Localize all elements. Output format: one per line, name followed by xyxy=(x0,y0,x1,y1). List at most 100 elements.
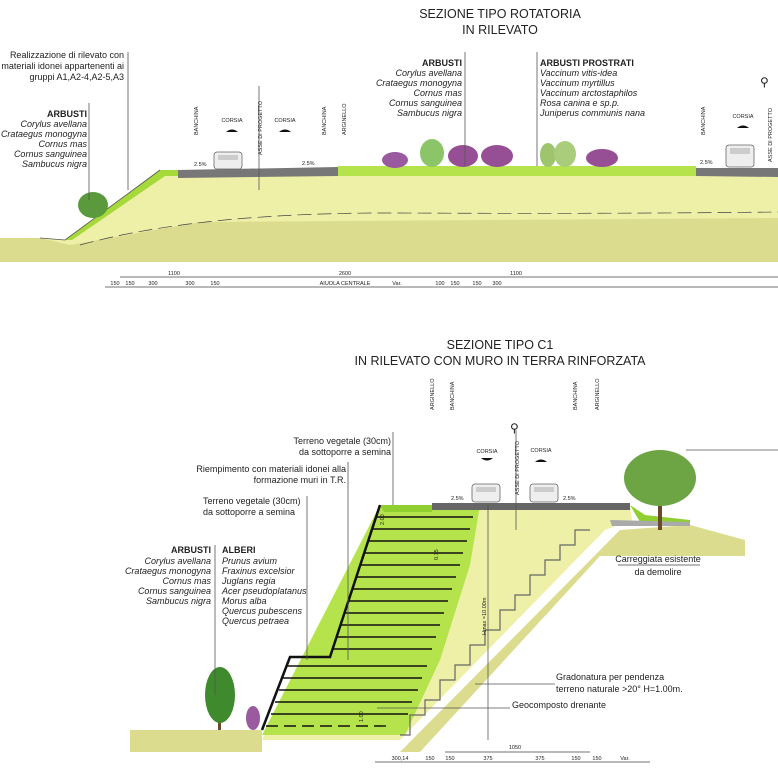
plant-name: Prunus avium xyxy=(222,556,278,566)
topsoil-left xyxy=(380,505,432,512)
plant-name: Quercus petraea xyxy=(222,616,289,626)
label-asse: ASSE DI PROGETTO xyxy=(258,100,264,155)
shrub-icon xyxy=(78,192,108,218)
label-corsia: CORSIA xyxy=(274,118,295,124)
tree-icon xyxy=(205,667,235,730)
alberi-heading: ALBERI xyxy=(222,545,256,555)
plant-name: Quercus pubescens xyxy=(222,606,303,616)
arbusti-heading: ARBUSTI xyxy=(171,545,211,555)
dim-label: 150 xyxy=(110,281,119,287)
car-icon xyxy=(529,483,559,503)
label-corsia: CORSIA xyxy=(732,114,753,120)
label-banchina: BANCHINA xyxy=(701,106,707,135)
dim-label: 300,14 xyxy=(392,756,409,762)
plant-name: Sambucus nigra xyxy=(22,159,87,169)
dim-label: 375 xyxy=(535,756,544,762)
plant-name: Crataegus monogyna xyxy=(376,78,462,88)
dim-label: Var. xyxy=(620,756,630,762)
bottom-title-line1: SEZIONE TIPO C1 xyxy=(447,338,554,352)
shrub-icon xyxy=(554,141,576,167)
arrow-icon xyxy=(535,459,547,462)
plant-name: Corylus avellana xyxy=(20,119,87,129)
dim-label: 150 xyxy=(592,756,601,762)
arbusti-heading: ARBUSTI xyxy=(47,109,87,119)
shrub-icon xyxy=(540,143,556,167)
label-asse: ASSE DI PROGETTO xyxy=(768,107,774,162)
dim-label: 300 xyxy=(148,281,157,287)
dim-label: 300 xyxy=(185,281,194,287)
label-slope: 2.5% xyxy=(451,496,464,502)
lamp-icon: ⚲ xyxy=(510,421,519,435)
plant-name: Vaccinum myrtillus xyxy=(540,78,615,88)
median-green xyxy=(338,166,686,176)
dim-label: 1.00 xyxy=(359,711,365,722)
note-riempimento: formazione muri in T.R. xyxy=(254,475,346,485)
bottom-section: SEZIONE TIPO C1 IN RILEVATO CON MURO IN … xyxy=(125,338,778,763)
dim-label: 1100 xyxy=(168,271,180,277)
dim-label: 100 xyxy=(435,281,444,287)
hmax-label: Hmax =10.00m xyxy=(482,597,488,635)
plant-name: Corylus avellana xyxy=(144,556,211,566)
plant-name: Fraxinus excelsior xyxy=(222,566,296,576)
fill-note-line: materiali idonei appartenenti ai xyxy=(1,61,124,71)
dim-label: 150 xyxy=(125,281,134,287)
ground-base xyxy=(0,218,778,262)
arrow-icon xyxy=(226,129,238,132)
dim-label: 150 xyxy=(425,756,434,762)
top-section: SEZIONE TIPO ROTATORIA IN RILEVATO xyxy=(0,7,778,288)
topsoil-right xyxy=(630,505,690,526)
dimension-lines: 1050 300,14 150 150 375 375 150 150 Var. xyxy=(375,745,650,763)
note-terreno-mid: Terreno vegetale (30cm) xyxy=(203,496,301,506)
dim-label: 1050 xyxy=(509,745,521,751)
shrub-icon xyxy=(246,706,260,730)
plant-name: Cornus mas xyxy=(162,576,211,586)
car-icon xyxy=(213,151,243,170)
fill-note-line: gruppi A1,A2-4,A2-5,A3 xyxy=(29,72,124,82)
dim-label: 0.75 xyxy=(434,549,440,560)
shrub-icon xyxy=(586,149,618,167)
right-shoulder-green xyxy=(686,166,696,176)
plant-name: Crataegus monogyna xyxy=(125,566,211,576)
right-road-pavement xyxy=(696,168,778,177)
dim-label: Var. xyxy=(392,281,402,287)
dim-label: 2.00 xyxy=(380,514,386,525)
dim-label: 2600 xyxy=(339,271,351,277)
lamp-icon: ⚲ xyxy=(760,75,769,89)
bottom-title-line2: IN RILEVATO CON MURO IN TERRA RINFORZATA xyxy=(355,354,647,368)
note-terreno-mid: da sottoporre a semina xyxy=(203,507,295,517)
embankment-outline xyxy=(39,169,161,241)
label-slope: 2.5% xyxy=(194,162,207,168)
geocomposto-note: Geocomposto drenante xyxy=(512,700,606,710)
wall-face xyxy=(260,504,382,731)
arrow-icon xyxy=(737,125,749,128)
label-arginello: ARGINELLO xyxy=(342,103,348,135)
geogrid-layers xyxy=(266,516,473,727)
plant-name: Morus alba xyxy=(222,596,267,606)
dim-label: 375 xyxy=(483,756,492,762)
note-terreno-top: da sottoporre a semina xyxy=(299,447,391,457)
carreggiata-note: da demolire xyxy=(634,567,681,577)
road-pavement xyxy=(432,503,630,510)
arrow-icon xyxy=(481,458,493,461)
dim-label: 300 xyxy=(492,281,501,287)
plant-name: Crataegus monogyna xyxy=(1,129,87,139)
gradonatura-note: Gradonatura per pendenza xyxy=(556,672,664,682)
top-title-line1: SEZIONE TIPO ROTATORIA xyxy=(419,7,581,21)
note-riempimento: Riempimento con materiali idonei alla xyxy=(196,464,346,474)
car-icon xyxy=(471,483,501,503)
dimension-lines: 1100 2600 1100 150 150 300 300 150 AIUOL… xyxy=(105,271,778,288)
fill-note-line: Realizzazione di rilevato con xyxy=(10,50,124,60)
label-banchina: BANCHINA xyxy=(450,381,456,410)
plant-name: Vaccinum arctostaphilos xyxy=(540,88,638,98)
label-arginello: ARGINELLO xyxy=(595,378,601,410)
label-corsia: CORSIA xyxy=(476,449,497,455)
plant-name: Cornus mas xyxy=(38,139,87,149)
plant-name: Vaccinum vitis-idea xyxy=(540,68,617,78)
plant-name: Cornus sanguinea xyxy=(389,98,462,108)
arbusti-heading: ARBUSTI xyxy=(422,58,462,68)
plant-name: Sambucus nigra xyxy=(146,596,211,606)
label-slope: 2.5% xyxy=(700,160,713,166)
existing-road xyxy=(610,520,690,526)
label-asse: ASSE DI PROGETTO xyxy=(515,440,521,495)
